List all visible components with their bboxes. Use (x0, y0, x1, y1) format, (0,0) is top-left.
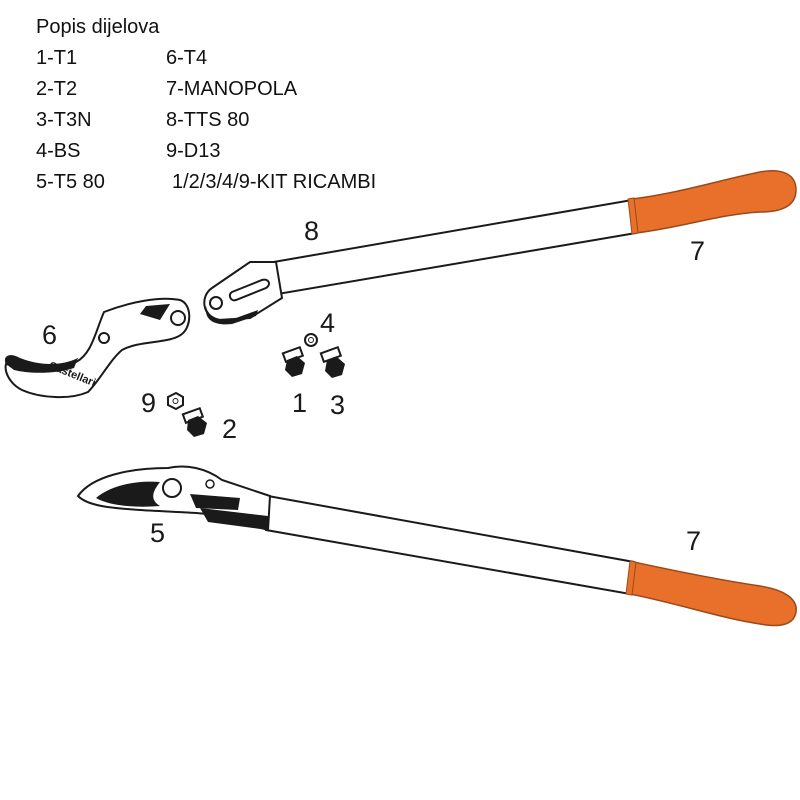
legend-item-5: 5-T5 80 (36, 171, 105, 193)
lower-pivot (162, 478, 182, 498)
lower-head-dark-plate (190, 494, 240, 510)
nut-9 (167, 391, 184, 411)
callout-2: 2 (222, 414, 237, 444)
legend-item-kit: 1/2/3/4/9-KIT RICAMBI (172, 171, 377, 193)
upper-grip (631, 170, 797, 234)
upper-handle-assembly (203, 170, 797, 325)
upper-head-hole (209, 296, 223, 310)
legend-item-7: 7-MANOPOLA (166, 78, 298, 100)
callout-5: 5 (150, 518, 165, 548)
legend-item-1: 1-T1 (36, 47, 78, 69)
legend-item-4: 4-BS (36, 140, 81, 162)
lower-tube (264, 494, 636, 596)
bolt-2 (181, 406, 207, 437)
upper-blade-edge (4, 355, 78, 373)
bolt-1 (281, 345, 305, 377)
callout-8: 8 (304, 216, 319, 246)
bolt-3 (319, 345, 345, 378)
upper-tube (260, 198, 638, 298)
upper-grip-ring (627, 197, 639, 235)
upper-blade-dark-insert (140, 304, 170, 320)
lower-handle-assembly (76, 465, 797, 627)
callout-7-lower: 7 (686, 526, 701, 556)
legend-item-9: 9-D13 (166, 140, 221, 162)
lower-grip (629, 561, 797, 627)
callout-4: 4 (320, 308, 335, 338)
callout-3: 3 (330, 390, 345, 420)
legend-item-8: 8-TTS 80 (166, 109, 250, 131)
lower-head-dark-band (200, 508, 268, 530)
lower-head-hole (205, 479, 215, 489)
legend-item-3: 3-T3N (36, 109, 92, 131)
upper-slot (228, 278, 270, 302)
upper-blade-hole (170, 310, 186, 326)
callout-6: 6 (42, 320, 57, 350)
lower-grip-ring (625, 560, 637, 596)
upper-blade-pivot (98, 332, 110, 344)
callout-9: 9 (141, 388, 156, 418)
upper-blade: Castellari (4, 297, 191, 399)
legend-item-2: 2-T2 (36, 78, 78, 100)
lower-blade-dark (96, 481, 160, 507)
washer-4 (304, 333, 318, 347)
callout-1: 1 (292, 388, 307, 418)
legend-item-6: 6-T4 (166, 47, 208, 69)
callout-7-upper: 7 (690, 236, 705, 266)
legend-title: Popis dijelova (36, 16, 160, 38)
upper-tube-head-dark (205, 306, 258, 325)
